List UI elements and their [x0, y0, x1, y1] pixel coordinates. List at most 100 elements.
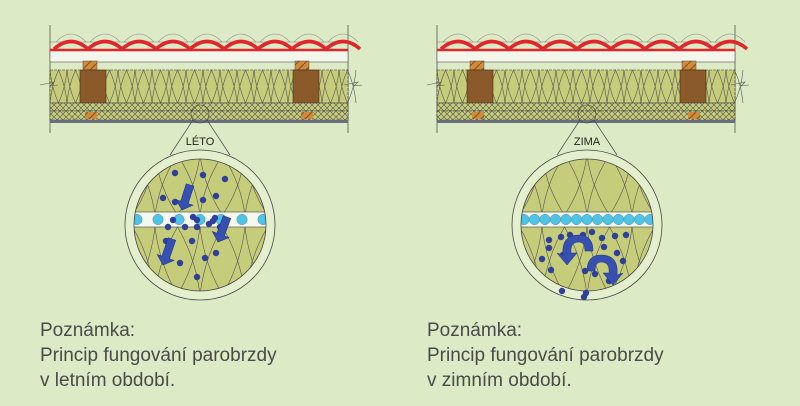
moisture-dot: [181, 223, 189, 231]
moisture-dot: [199, 196, 207, 204]
zoom-line: [206, 119, 231, 156]
curved-arrow-icon: [586, 254, 624, 286]
moisture-dot: [176, 259, 184, 267]
moisture-dot: [193, 216, 201, 224]
tile-top: [123, 33, 155, 43]
zoom-line: [556, 119, 581, 156]
magnifier-inner: [133, 158, 267, 292]
tile-top: [225, 33, 257, 43]
tile-top: [544, 33, 576, 43]
vapor-bubble: [623, 214, 635, 225]
break-mark: [426, 81, 446, 87]
arrow-down-icon: [211, 215, 232, 243]
batten-lower: [301, 112, 313, 119]
tile-top: [476, 33, 508, 43]
note-line: Princip fungování parobrzdy: [40, 345, 277, 366]
arrow-shape: [556, 234, 594, 266]
vapor-bubble: [571, 214, 582, 225]
roof-tile: [473, 39, 511, 51]
moisture-dot: [545, 236, 553, 244]
tile-top: [646, 33, 678, 43]
roof-tile: [677, 39, 715, 51]
counter-batten-gap: [49, 49, 349, 63]
moisture-dot: [588, 228, 596, 236]
moisture-dot: [164, 223, 172, 231]
break-mark: [39, 81, 59, 87]
tile-top: [191, 33, 223, 43]
tile-top: [327, 33, 359, 43]
moisture-dot: [193, 223, 201, 231]
batten: [82, 60, 98, 71]
note-line: v zimním období.: [427, 370, 572, 391]
tile-top: [293, 33, 325, 43]
batten: [469, 60, 485, 71]
moisture-dot: [211, 214, 219, 222]
moisture-dot: [545, 244, 553, 252]
roof-tile: [711, 39, 749, 51]
zoom-line: [169, 119, 194, 156]
board-layer: [50, 120, 348, 123]
moisture-dot: [598, 234, 606, 242]
moisture-dot: [547, 266, 555, 274]
roof-tile: [222, 39, 260, 51]
moisture-dot: [557, 233, 565, 241]
note-title: Poznámka:: [40, 320, 136, 341]
moisture-dot: [212, 192, 220, 200]
roof-tile: [256, 39, 294, 51]
vapor-bubble: [560, 214, 572, 225]
magnifier-content: [521, 159, 653, 291]
tile-top: [89, 33, 121, 43]
note-summer: Poznámka: Princip fungování parobrzdy v …: [40, 318, 277, 393]
moisture-dot: [169, 216, 177, 224]
roof-tile: [643, 39, 681, 51]
roof-tile: [507, 39, 545, 51]
batten: [681, 60, 697, 71]
moisture-dot: [205, 220, 213, 228]
roof-tile: [439, 39, 477, 51]
vapor-bubble: [592, 214, 603, 225]
roof-tile: [86, 39, 124, 51]
arrow-shape: [586, 254, 624, 286]
tile-top: [510, 33, 542, 43]
tile-top: [578, 33, 610, 43]
moisture-dot: [199, 171, 207, 179]
tile-top: [714, 33, 746, 43]
mesh-layer: [49, 102, 349, 112]
zoom-marker: [190, 104, 210, 124]
zoom-marker: [577, 104, 597, 124]
roof-tile: [120, 39, 158, 51]
note-line: v letním období.: [40, 370, 176, 391]
counter-batten-gap: [436, 49, 736, 63]
roof-tile: [324, 39, 362, 51]
moisture-dot: [212, 249, 220, 257]
roof-tile: [541, 39, 579, 51]
note-line: Princip fungování parobrzdy: [427, 345, 664, 366]
moisture-dot: [600, 243, 608, 251]
batten-lower: [472, 112, 484, 119]
tile-top: [157, 33, 189, 43]
moisture-dot: [159, 194, 167, 202]
rafter: [466, 69, 494, 104]
break-mark: [730, 81, 750, 87]
season-label: LÉTO: [186, 135, 215, 148]
arrow-shape: [211, 215, 232, 243]
moisture-dot: [611, 232, 619, 240]
roof-tile: [575, 39, 613, 51]
moisture-dot: [619, 257, 627, 265]
moisture-dot: [558, 287, 566, 295]
moisture-dot: [171, 169, 179, 177]
roof-tile: [154, 39, 192, 51]
arrow-shape: [156, 237, 177, 266]
vapor-bubble: [634, 214, 645, 225]
moisture-dot: [221, 175, 229, 183]
moisture-dot: [201, 254, 209, 262]
batten-lower: [85, 112, 97, 119]
moisture-dot: [580, 293, 588, 301]
moisture-dot: [193, 273, 201, 281]
arrow-down-icon: [156, 237, 177, 266]
vapor-bubble: [581, 214, 593, 225]
moisture-dot: [591, 270, 599, 278]
vapor-bubble: [236, 214, 248, 225]
moisture-dot: [538, 255, 546, 263]
